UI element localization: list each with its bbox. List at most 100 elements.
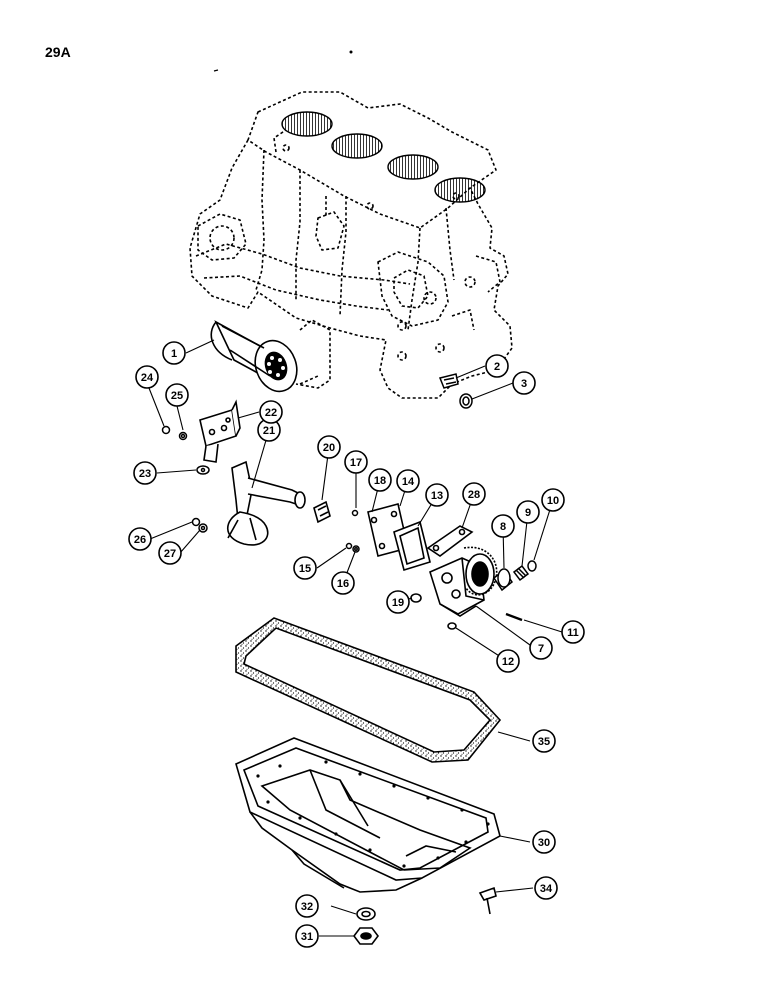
callout-circle: [133, 461, 157, 485]
page-number: 29A: [45, 44, 71, 60]
bracket: [199, 399, 241, 463]
callout-18: 18: [368, 468, 392, 492]
callout-22: 22: [259, 400, 283, 424]
callout-23: 23: [133, 461, 157, 485]
callout-number: 25: [171, 390, 183, 402]
callout-number: 27: [164, 548, 176, 560]
callout-circle: [496, 649, 520, 673]
callout-21: 21: [257, 418, 281, 442]
callout-number: 30: [538, 837, 550, 849]
callout-circle: [532, 830, 556, 854]
pin: [505, 612, 523, 622]
callout-number: 34: [540, 883, 553, 895]
callout-number: 8: [500, 521, 506, 533]
callout-14: 14: [396, 469, 420, 493]
callout-26: 26: [128, 527, 152, 551]
callout-circle: [561, 620, 585, 644]
cylinder-bores: [281, 111, 486, 203]
callout-25: 25: [165, 383, 189, 407]
callout-9: 9: [516, 500, 540, 524]
callout-circle: [293, 556, 317, 580]
callout-8: 8: [491, 514, 515, 538]
callout-31: 31: [295, 924, 319, 948]
callout-19: 19: [386, 590, 410, 614]
callout-7: 7: [529, 636, 553, 660]
callout-number: 23: [139, 468, 151, 480]
callout-number: 32: [301, 901, 313, 913]
callout-circle: [386, 590, 410, 614]
callout-circle: [295, 894, 319, 918]
callout-number: 10: [547, 495, 559, 507]
callout-number: 24: [141, 372, 154, 384]
callout-circle: [462, 482, 486, 506]
callout-1: 1: [162, 341, 186, 365]
callout-circle: [425, 483, 449, 507]
callout-number: 2: [494, 361, 500, 373]
callout-number: 13: [431, 490, 443, 502]
engine-block: [189, 91, 513, 399]
callout-number: 3: [521, 378, 527, 390]
callout-number: 18: [374, 475, 386, 487]
oil-filter: [210, 320, 298, 393]
callout-11: 11: [561, 620, 585, 644]
callout-13: 13: [425, 483, 449, 507]
oil-pan-gasket: [235, 617, 502, 763]
pump-gasket: [393, 520, 431, 572]
callout-number: 31: [301, 931, 313, 943]
callout-circle: [534, 876, 558, 900]
callout-15: 15: [293, 556, 317, 580]
callout-layer: 1237891011121314151617181920212223242526…: [128, 341, 585, 948]
callout-number: 17: [350, 457, 362, 469]
callout-number: 28: [468, 489, 480, 501]
callout-circle: [135, 365, 159, 389]
callout-number: 21: [263, 425, 275, 437]
oil-pan: [235, 737, 501, 893]
callout-16: 16: [331, 571, 355, 595]
callout-circle: [396, 469, 420, 493]
callout-circle: [158, 541, 182, 565]
callout-circle: [295, 924, 319, 948]
callout-circle: [541, 488, 565, 512]
callout-number: 20: [323, 442, 335, 454]
callout-28: 28: [462, 482, 486, 506]
callout-number: 22: [265, 407, 277, 419]
callout-number: 11: [567, 627, 579, 639]
callout-3: 3: [512, 371, 536, 395]
callout-35: 35: [532, 729, 556, 753]
callout-circle: [128, 527, 152, 551]
callout-circle: [512, 371, 536, 395]
pan-hardware: [353, 886, 497, 945]
plate: [426, 525, 474, 557]
callout-circle: [165, 383, 189, 407]
plug-and-seal: [438, 373, 473, 409]
callout-number: 12: [502, 656, 514, 668]
callout-30: 30: [532, 830, 556, 854]
callout-circle: [485, 354, 509, 378]
callout-24: 24: [135, 365, 159, 389]
callout-circle: [317, 435, 341, 459]
callout-circle: [162, 341, 186, 365]
callout-number: 7: [538, 643, 544, 655]
callout-circle: [368, 468, 392, 492]
callout-number: 35: [538, 736, 550, 748]
relief-valve-parts: [492, 560, 537, 592]
callout-circle: [532, 729, 556, 753]
suction-tube: [226, 460, 306, 546]
callout-circle: [516, 500, 540, 524]
callout-32: 32: [295, 894, 319, 918]
callout-number: 9: [525, 507, 531, 519]
callout-number: 19: [392, 597, 404, 609]
callout-20: 20: [317, 435, 341, 459]
callout-17: 17: [344, 450, 368, 474]
callout-circle: [259, 400, 283, 424]
callout-34: 34: [534, 876, 558, 900]
small-hardware: [161, 425, 360, 553]
callout-circle: [491, 514, 515, 538]
callout-2: 2: [485, 354, 509, 378]
callout-circle: [344, 450, 368, 474]
oil-pump: [429, 546, 498, 617]
callout-number: 16: [337, 578, 349, 590]
callout-circle: [529, 636, 553, 660]
callout-number: 1: [171, 348, 177, 360]
